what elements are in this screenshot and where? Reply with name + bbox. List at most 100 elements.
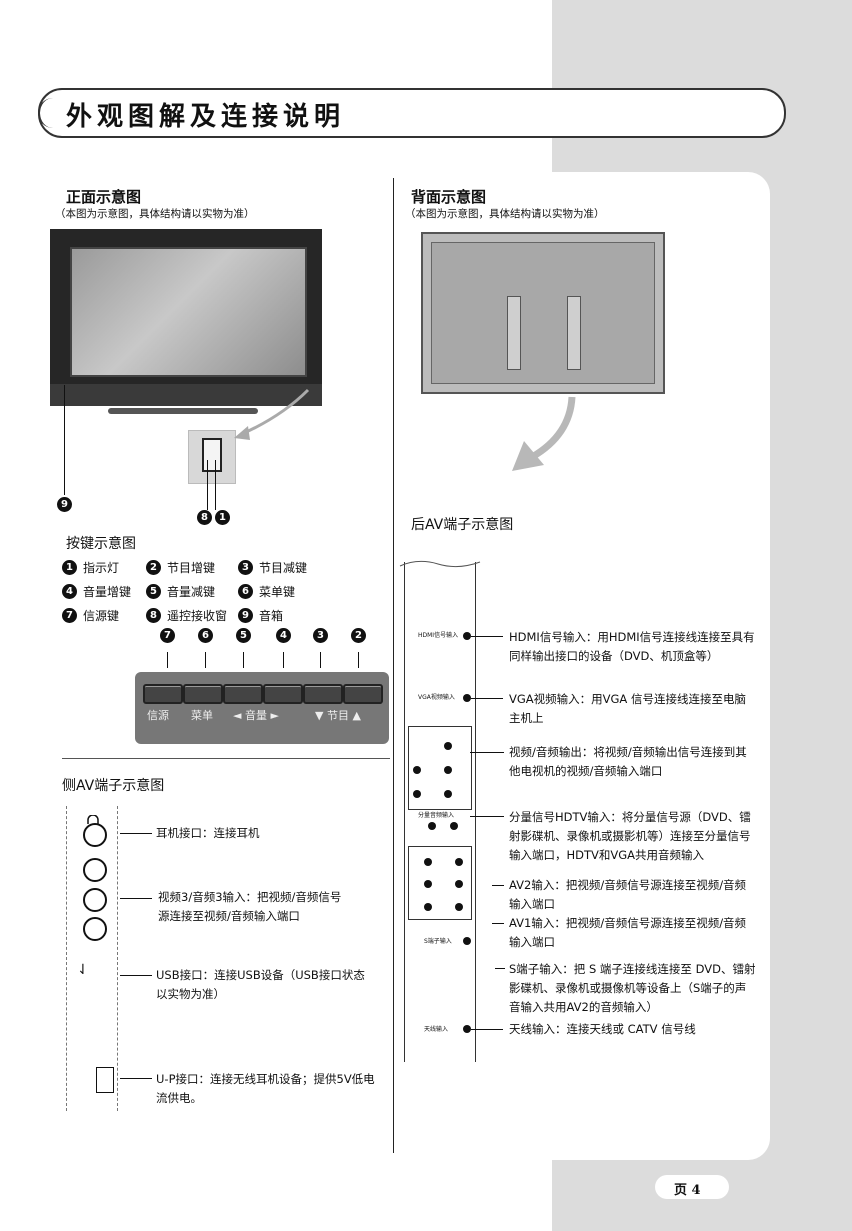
antenna-tag: 天线输入 [424,1026,449,1033]
source-button [143,684,183,704]
tv-back-illustration [421,232,665,394]
headphone-line [120,833,152,834]
button-number: 6 [198,628,213,643]
tv-screen [70,247,307,377]
tv-bottom-bar [50,384,322,406]
button-tick [205,652,206,668]
av2-audio-l [455,880,463,888]
av3-desc: 视频3/音频3输入：把视频/音频信号源连接至视频/音频输入端口 [158,890,342,923]
strip-wave [399,560,481,568]
page-title: 外观图解及连接说明 [66,102,346,132]
zoom-arrow-icon [234,388,310,440]
key-num: 7 [62,608,77,623]
button-tick [167,652,168,668]
volume-up-button [263,684,303,704]
panel-label-source: 信源 [147,709,169,722]
key-label: 菜单键 [259,585,296,599]
key-label: 节目减键 [259,561,308,575]
panel-label-volume: ◄ 音量 ► [233,709,279,722]
button-number: 4 [276,628,291,643]
speaker-callout-line [64,385,65,495]
vga-port [463,694,471,702]
av1-audio-l [424,880,432,888]
key-label: 节目增键 [167,561,216,575]
u-p-port [96,1067,114,1093]
key-num: 1 [62,560,77,575]
key-label: 信源键 [83,609,120,623]
key-legend-3: 3 节目减键 [238,559,307,576]
hdmi-port [463,632,471,640]
u-p-desc: U-P接口：连接无线耳机设备；提供5V低电流供电。 [156,1072,375,1105]
sensor-callout-line-2 [215,460,216,510]
usb-desc: USB接口：连接USB设备（USB接口状态以实物为准） [156,968,365,1001]
antenna-port [463,1025,471,1033]
video3-jack [83,858,107,882]
av2-desc: AV2输入：把视频/音频信号源连接至视频/音频输入端口 [509,878,747,911]
key-label: 指示灯 [83,561,120,575]
av1-desc: AV1输入：把视频/音频信号源连接至视频/音频输入端口 [509,916,747,949]
button-tick [283,652,284,668]
key-num: 6 [238,584,253,599]
key-num: 8 [146,608,161,623]
key-legend-1: 1 指示灯 [62,559,119,576]
panel-label-menu: 菜单 [191,709,213,722]
key-label: 音箱 [259,609,284,623]
vga-tag: VGA视频输入 [418,694,455,701]
av1-line [492,923,504,924]
back-note: （本图为示意图，具体结构请以实物为准） [405,208,605,220]
rear-av-heading: 后AV端子示意图 [411,517,514,533]
stand-post-left [507,296,521,370]
av2-line [492,885,504,886]
headphone-icon [87,815,99,824]
button-number: 2 [351,628,366,643]
key-num: 5 [146,584,161,599]
page-number: 页 4 [674,1183,701,1198]
port-pr [444,790,452,798]
button-number: 5 [236,628,251,643]
back-heading: 背面示意图 [411,188,487,206]
front-heading: 正面示意图 [66,188,142,206]
volume-down-button [223,684,263,704]
hdmi-line [471,636,503,637]
rear-av-strip [404,562,476,1062]
sensor-callout-line-1 [207,460,208,510]
ypbpr-line [470,816,504,817]
av-out-line [470,752,504,753]
ypbpr-desc: 分量信号HDTV输入：将分量信号源（DVD、镭射影碟机、录像机或摄影机等）连接至… [509,810,751,862]
title-banner [38,88,786,138]
key-legend-8: 8 遥控接收窗 [146,607,227,624]
stand-post-right [567,296,581,370]
speaker-number: 9 [57,497,72,512]
headphone-desc: 耳机接口：连接耳机 [156,826,260,840]
s-video-desc: S端子输入：把 S 端子连接线连接至 DVD、镭射影碟机、录像机或摄像机等设备上… [509,962,756,1014]
av-out-block [408,726,472,810]
audio3-left-jack [83,888,107,912]
key-num: 3 [238,560,253,575]
button-number: 7 [160,628,175,643]
key-legend-5: 5 音量减键 [146,583,215,600]
av2-video [455,858,463,866]
usb-icon: ⇃ [77,962,89,978]
program-down-button [303,684,343,704]
s-video-line [495,968,505,969]
key-legend-6: 6 菜单键 [238,583,295,600]
av1-audio-r [424,903,432,911]
tv-front-illustration [50,229,322,406]
button-number: 3 [313,628,328,643]
s-video-port [463,937,471,945]
port-out-l [413,766,421,774]
page-number-pill [655,1175,729,1199]
av2-audio-r [455,903,463,911]
vga-line [471,698,503,699]
button-tick [320,652,321,668]
port-pb [444,766,452,774]
program-up-button [343,684,383,704]
s-video-tag: S端子输入 [424,938,452,945]
key-label: 音量减键 [167,585,216,599]
key-label: 遥控接收窗 [167,609,228,623]
usb-line [120,975,152,976]
tv-back-panel [431,242,655,384]
